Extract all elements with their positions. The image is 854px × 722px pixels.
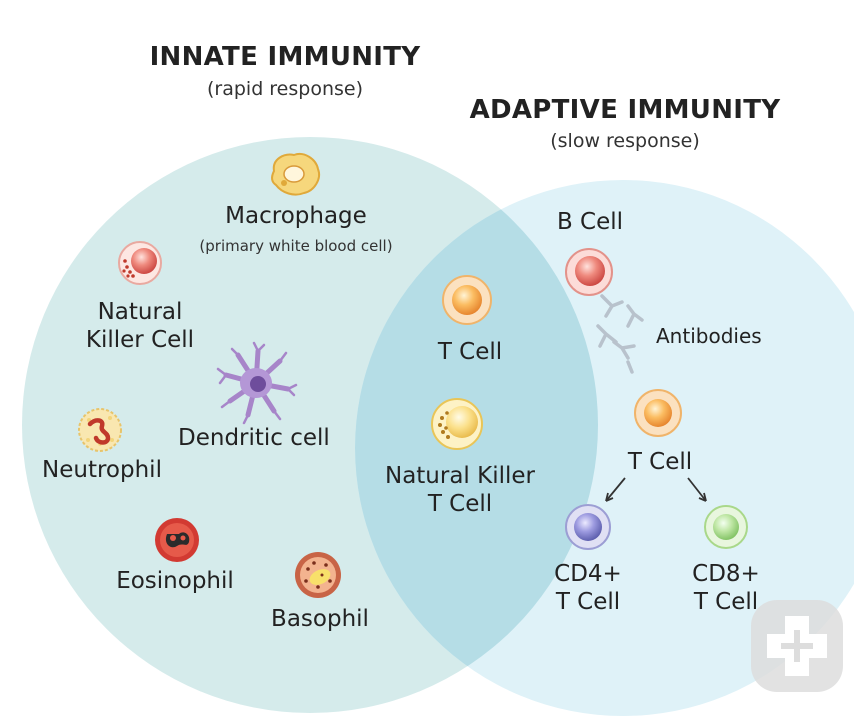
label-basophil: Basophil [271, 606, 369, 632]
label-cd8-line2: T Cell [693, 589, 759, 615]
label-adaptive-t-cell: T Cell [627, 449, 693, 475]
label-cd4-line2: T Cell [555, 589, 621, 615]
label-cd4-line1: CD4+ [554, 561, 622, 587]
nkt-cell-icon [431, 398, 483, 450]
t-cell-icon [442, 275, 492, 325]
cd8-t-cell-icon [704, 505, 748, 549]
adaptive-subtitle: (slow response) [550, 130, 700, 152]
label-nkt-line1: Natural Killer [384, 463, 535, 489]
label-cd8-line1: CD8+ [692, 561, 760, 587]
natural-killer-cell-icon [118, 241, 162, 285]
label-antibodies: Antibodies [656, 324, 762, 348]
overlap-region [355, 180, 598, 713]
t-cell-icon [634, 389, 682, 437]
label-natural-killer-line1: Natural [97, 299, 183, 325]
basophil-icon [295, 552, 341, 598]
adaptive-title: ADAPTIVE IMMUNITY [469, 95, 781, 125]
watermark-plus-icon [751, 600, 843, 692]
eosinophil-icon [155, 518, 199, 562]
label-natural-killer-line2: Killer Cell [85, 327, 195, 353]
label-dendritic-cell: Dendritic cell [178, 425, 330, 451]
label-overlap-t-cell: T Cell [437, 339, 503, 365]
label-nkt-line2: T Cell [427, 491, 493, 517]
label-b-cell: B Cell [556, 209, 624, 235]
label-macrophage-note: (primary white blood cell) [199, 237, 393, 255]
label-macrophage: Macrophage [225, 203, 367, 229]
b-cell-icon [565, 248, 613, 296]
antibody-icon [596, 294, 644, 374]
arrow-icon [605, 477, 707, 502]
innate-title: INNATE IMMUNITY [149, 42, 421, 72]
cd4-t-cell-icon [565, 504, 611, 550]
label-neutrophil: Neutrophil [42, 457, 162, 483]
label-eosinophil: Eosinophil [116, 568, 234, 594]
macrophage-icon [271, 153, 320, 196]
dendritic-cell-icon [216, 341, 298, 425]
innate-subtitle: (rapid response) [206, 78, 364, 100]
neutrophil-icon [78, 408, 122, 452]
